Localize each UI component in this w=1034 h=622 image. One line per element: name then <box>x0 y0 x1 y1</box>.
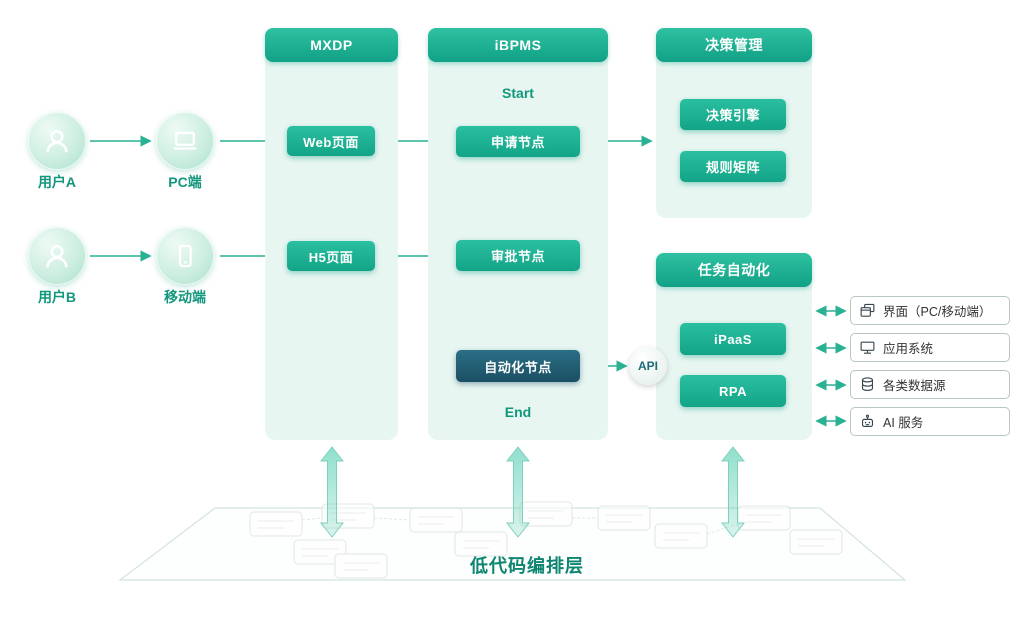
user-b-label: 用户B <box>37 289 77 305</box>
user-a-label: 用户A <box>37 174 77 190</box>
integration-item-app-system: 应用系统 <box>850 333 1010 362</box>
decision-engine-node: 决策引擎 <box>680 99 786 130</box>
integration-item-ai-service: AI 服务 <box>850 407 1010 436</box>
pc-label: PC端 <box>168 174 202 190</box>
browser-windows-icon <box>860 303 875 317</box>
integration-item-ui: 界面（PC/移动端） <box>850 296 1010 325</box>
orchestration-layer-label: 低代码编排层 <box>470 556 584 576</box>
computer-icon <box>860 341 875 354</box>
user-a-avatar <box>28 112 86 170</box>
phone-icon <box>178 244 192 268</box>
laptop-icon <box>173 131 197 150</box>
automation-node: 自动化节点 <box>456 350 580 382</box>
integration-label: AI 服务 <box>883 416 924 430</box>
mobile-avatar <box>156 227 214 285</box>
layer-link-arrows <box>319 446 746 538</box>
task-automation-header: 任务自动化 <box>656 253 812 287</box>
decision-header: 决策管理 <box>656 28 812 62</box>
integration-label: 各类数据源 <box>883 379 946 393</box>
pc-avatar <box>156 112 214 170</box>
flow-start-label: Start <box>502 85 534 101</box>
flow-end-label: End <box>504 404 532 420</box>
ipaas-node: iPaaS <box>680 323 786 355</box>
web-page-node: Web页面 <box>287 126 375 156</box>
user-icon <box>46 129 68 153</box>
integration-label: 界面（PC/移动端） <box>883 305 992 319</box>
rpa-node: RPA <box>680 375 786 407</box>
approve-node: 审批节点 <box>456 240 580 271</box>
ibpms-header: iBPMS <box>428 28 608 62</box>
rule-matrix-node: 规则矩阵 <box>680 151 786 182</box>
mobile-label: 移动端 <box>164 289 206 305</box>
apply-node: 申请节点 <box>456 126 580 157</box>
user-icon <box>46 244 68 268</box>
mxdp-header: MXDP <box>265 28 398 62</box>
database-icon <box>861 377 874 391</box>
robot-icon <box>861 414 874 428</box>
integration-label: 应用系统 <box>883 342 934 356</box>
user-b-avatar <box>28 227 86 285</box>
h5-page-node: H5页面 <box>287 241 375 271</box>
integration-item-data-sources: 各类数据源 <box>850 370 1010 399</box>
api-badge: API <box>629 347 667 385</box>
mxdp-panel <box>265 28 398 440</box>
